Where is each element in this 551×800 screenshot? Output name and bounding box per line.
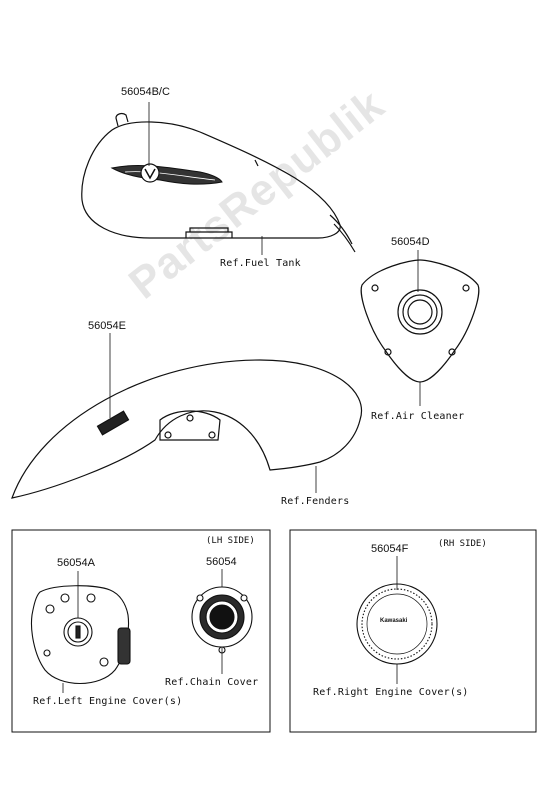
- part-number-fender-decal: 56054E: [88, 320, 126, 332]
- ref-chain-cover: Ref.Chain Cover: [165, 677, 259, 688]
- fuel-tank-drawing: [81, 112, 356, 253]
- ref-fuel-tank: Ref.Fuel Tank: [220, 258, 301, 269]
- part-number-tank-decal: 56054B/C: [121, 86, 170, 98]
- ref-fenders: Ref.Fenders: [281, 496, 350, 507]
- leader-lines: [62, 102, 421, 693]
- fender-drawing: [11, 359, 363, 499]
- lh-side-label: (LH SIDE): [206, 536, 255, 546]
- rh-side-label: (RH SIDE): [438, 539, 487, 549]
- air-cleaner-drawing: [360, 259, 480, 383]
- tank-emblem: [110, 163, 223, 185]
- ref-left-engine-cover: Ref.Left Engine Cover(s): [33, 696, 183, 707]
- ref-right-engine-cover: Ref.Right Engine Cover(s): [313, 687, 469, 698]
- right-engine-cover-drawing: [356, 583, 438, 665]
- left-engine-cover-drawing: [30, 585, 131, 685]
- right-cover-badge: Kawasaki: [380, 618, 408, 624]
- lh-side-box: [11, 529, 271, 733]
- part-number-left-cover-decal: 56054A: [57, 557, 95, 569]
- rh-side-box: [289, 529, 537, 733]
- part-number-right-cover-decal: 56054F: [371, 543, 409, 555]
- part-number-air-cleaner-decal: 56054D: [391, 236, 430, 248]
- part-number-chain-cover-decal: 56054: [206, 556, 237, 568]
- chain-cover-drawing: [191, 586, 253, 654]
- ref-air-cleaner: Ref.Air Cleaner: [371, 411, 465, 422]
